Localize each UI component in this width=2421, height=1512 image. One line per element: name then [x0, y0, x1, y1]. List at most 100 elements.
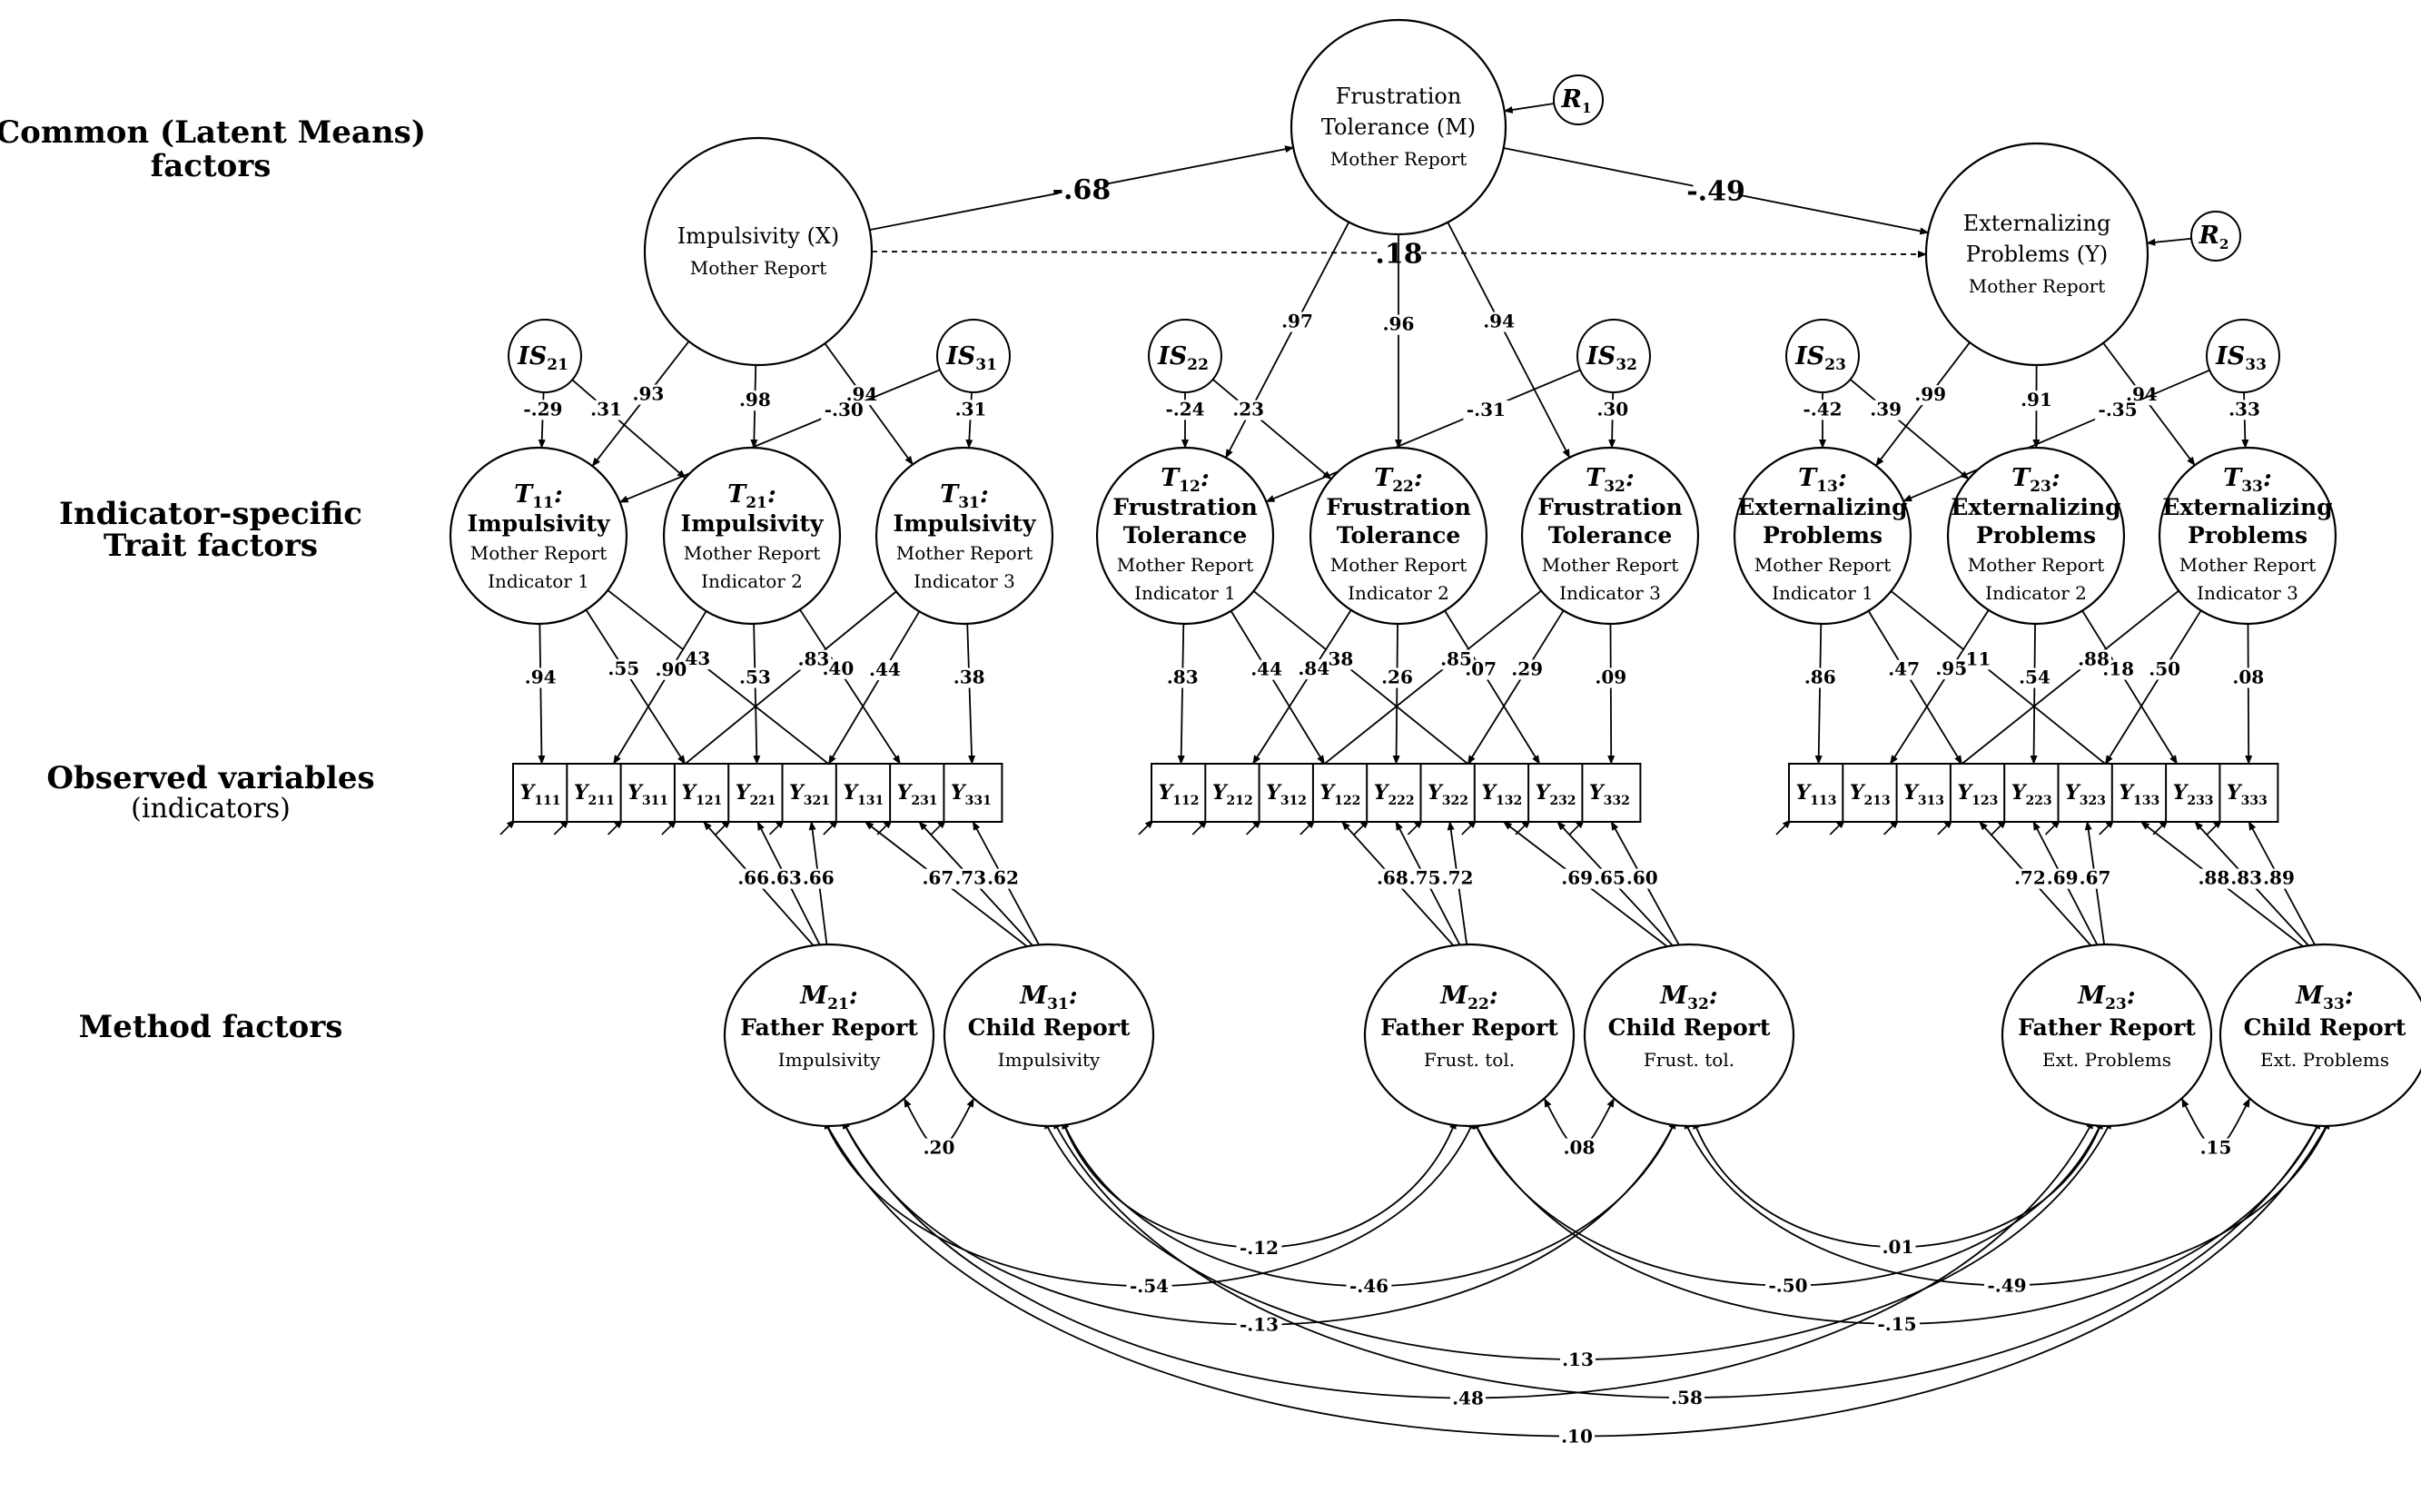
observed-Y331-label-sub: 331: [965, 794, 992, 808]
is-factor-IS23: [1785, 319, 1860, 393]
method-factor-M23-symbol-base: M: [2077, 982, 2106, 1010]
observed-Y313-label: Y313: [1903, 781, 1944, 808]
loading-is-IS23-T23: [1850, 379, 1970, 480]
residual-R2-label: R2: [2199, 222, 2229, 252]
method-factor-M33-symbol-sub: 33: [2323, 995, 2345, 1013]
trait-factor-T33-line1: Problems: [2188, 522, 2307, 548]
common-factor-X-line0: Impulsivity (X): [677, 223, 840, 249]
is-factor-IS33-label-sub: 33: [2245, 356, 2267, 374]
loading-trait-T11-Y111: [538, 623, 546, 765]
loading-method-coef-M21-Y221-bg: [767, 868, 804, 889]
method-factor-M32-symbol-sub: 32: [1687, 995, 1709, 1013]
loading-method-coef-M31-Y331-bg: [985, 868, 1022, 889]
loading-method-coef-M31-Y131-bg: [920, 868, 956, 889]
trait-factor-T23-symbol-suffix: :: [2051, 464, 2060, 492]
trait-factor-T22-symbol-suffix: :: [1414, 464, 1423, 492]
loading-trait-T33-Y313: [1953, 589, 2179, 771]
trait-factor-T13-line3: Indicator 1: [1772, 582, 1873, 604]
observed-Y111-label-base: Y: [520, 781, 537, 805]
trait-factor-T33: [2158, 446, 2337, 626]
correlation-coef-M31-M32: -.46: [1349, 1275, 1388, 1297]
trait-factor-T33-line0: Externalizing: [2162, 494, 2332, 520]
loading-trait-coef-T13-Y123-bg: [1886, 659, 1922, 680]
loading-trait-T31-Y321: [827, 610, 921, 765]
loading-trait-coef-T22-Y212: .84: [1298, 657, 1329, 679]
loading-trait-coef-T31-Y321-bg: [866, 660, 903, 681]
correlation-M21-M23: [842, 1120, 2094, 1399]
observed-Y331-label: Y331: [951, 781, 992, 808]
trait-factor-T22-line2: Mother Report: [1330, 554, 1467, 576]
loading-trait-coef-T21-Y231: .40: [822, 657, 854, 679]
correlation-coef-M22-M32: .08: [1564, 1137, 1596, 1159]
observed-Y233-label: Y233: [2173, 781, 2214, 808]
observed-Y232-label: Y232: [1536, 781, 1576, 808]
observed-Y311: [619, 763, 680, 823]
loading-trait-coef-T23-Y213: .95: [1935, 657, 1967, 679]
trait-factor-T13-symbol-suffix: :: [1838, 464, 1847, 492]
trait-factor-T32-symbol-base: T: [1586, 464, 1606, 492]
loading-common-coef-Y-T33: .94: [2126, 383, 2158, 405]
loading-trait-coef-T32-Y322: .29: [1511, 657, 1543, 679]
is-factor-IS31-label-sub: 31: [975, 356, 997, 374]
observed-Y232: [1527, 763, 1588, 823]
loading-is-coef-IS21-T11-bg: [519, 400, 566, 420]
common-factor-Y-line2: Mother Report: [1969, 275, 2106, 297]
loading-is-coef-IS21-T21: .31: [590, 399, 622, 420]
loading-trait-coef-T23-Y223-bg: [2016, 667, 2052, 688]
trait-factor-T12: [1095, 446, 1275, 626]
observed-Y221-label: Y221: [736, 781, 776, 808]
loading-trait-coef-T33-Y323-bg: [2147, 659, 2183, 680]
observed-Y232-label-base: Y: [1536, 781, 1552, 805]
loading-common-M-T12: [1225, 222, 1350, 459]
observed-Y213-label-base: Y: [1850, 781, 1866, 805]
observed-Y311-label-sub: 311: [642, 794, 668, 808]
loading-trait-T13-Y133: [1890, 590, 2113, 770]
trait-factor-T21-symbol: T21:: [727, 480, 776, 512]
loading-is-coef-IS32-T32-bg: [1595, 400, 1631, 420]
is-factor-IS33-label: IS33: [2215, 342, 2267, 374]
loading-is-coef-IS22-T22-bg: [1230, 400, 1267, 420]
observed-Y122-label: Y122: [1319, 781, 1360, 808]
observed-Y212-label-base: Y: [1212, 781, 1229, 805]
common-factor-M-line1: Tolerance (M): [1321, 114, 1476, 140]
trait-factor-T23-line2: Mother Report: [1968, 554, 2105, 576]
method-factor-M23-line0: Father Report: [2018, 1014, 2196, 1041]
is-factor-IS22-label-sub: 22: [1187, 356, 1209, 374]
loading-is-coef-IS21-T11: -.29: [523, 398, 562, 420]
trait-factor-T23-line0: Externalizing: [1951, 494, 2120, 520]
loading-common-coef-Y-T23: .91: [2021, 389, 2052, 410]
loading-is-coef-IS32-T12: -.31: [1467, 399, 1506, 420]
observed-Y112-label-base: Y: [1159, 781, 1175, 805]
correlation-coef-M21-M33-bg: [1559, 1427, 1595, 1448]
loading-trait-coef-T21-Y221-bg: [736, 667, 773, 688]
loading-trait-coef-T31-Y321: .44: [869, 658, 901, 680]
method-factor-M33-symbol: M33:: [2295, 982, 2354, 1013]
loading-method-coef-M23-Y323-bg: [2077, 868, 2113, 889]
is-factor-IS32-label: IS32: [1586, 342, 1637, 374]
loading-is-coef-IS31-T11: -.30: [825, 399, 864, 420]
correlation-coef-M22-M33: -.15: [1877, 1313, 1916, 1335]
trait-factor-T12-symbol-suffix: :: [1201, 464, 1210, 492]
common-factor-Y: [1924, 142, 2149, 367]
trait-factor-T21-line1: Mother Report: [684, 542, 821, 564]
residual-R1: [1553, 74, 1604, 125]
loading-trait-T23-Y223: [2030, 623, 2038, 765]
method-factor-M31-line0: Child Report: [968, 1014, 1131, 1041]
observed-Y212-label: Y212: [1212, 781, 1253, 808]
loading-common-coef-X-T31-bg: [844, 385, 880, 406]
method-factor-M32-line1: Frust. tol.: [1644, 1049, 1734, 1071]
loading-method-coef-M32-Y332-bg: [1624, 868, 1660, 889]
loading-method-coef-M33-Y233: .83: [2230, 867, 2262, 889]
labels-layer: Common (Latent Means)factorsIndicator-sp…: [0, 84, 2406, 1448]
trait-factor-T21-symbol-sub: 21: [746, 494, 767, 512]
is-factor-IS21: [508, 319, 582, 393]
loading-method-coef-M31-Y231-bg: [953, 868, 989, 889]
loading-trait-T13-Y113: [1814, 623, 1823, 765]
loading-trait-coef-T12-Y112-bg: [1164, 667, 1201, 688]
trait-factor-T21-symbol-suffix: :: [767, 480, 776, 509]
trait-factor-T13-symbol-base: T: [1798, 464, 1818, 492]
common-factor-X: [643, 136, 874, 367]
observed-Y122: [1311, 763, 1372, 823]
loading-trait-T21-Y231: [799, 608, 902, 765]
observed-Y132-label-sub: 132: [1496, 794, 1522, 808]
